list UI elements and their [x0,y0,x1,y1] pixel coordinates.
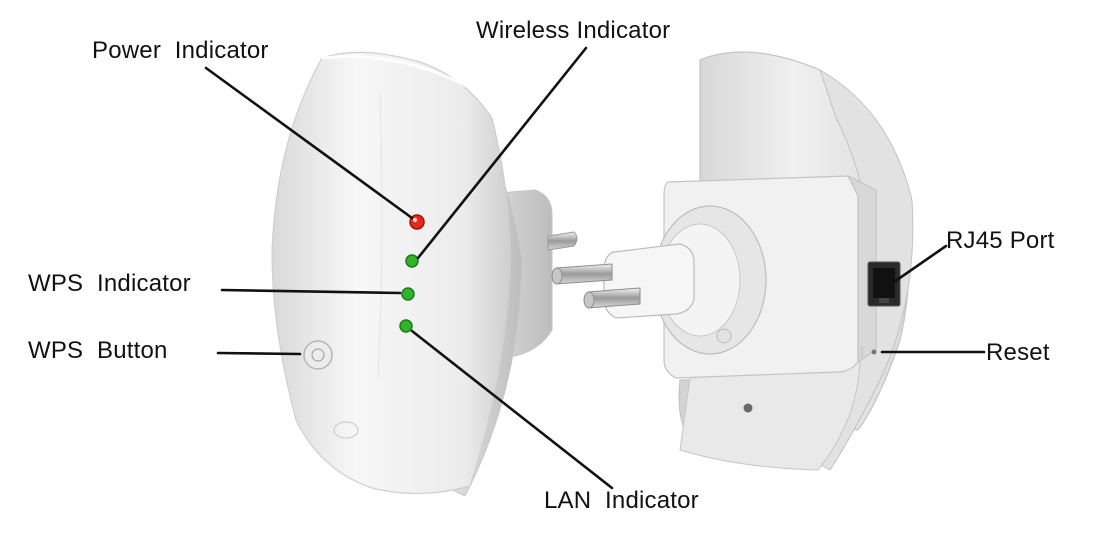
wireless-indicator-label: Wireless Indicator [476,17,671,44]
rear-device-base [679,359,861,471]
lan-led-icon [399,319,413,333]
rj45-port-latch [879,298,889,303]
emboss-logo-icon [333,421,359,439]
front-device [271,51,578,497]
plug-housing-side [846,174,877,363]
power-led-glint-icon [412,217,418,223]
leader-lines [204,46,986,490]
front-device-seam [377,91,383,381]
rj45-port-label: RJ45 Port [946,227,1055,254]
wps-button-leader-line [216,351,302,356]
reset-label: Reset [986,339,1050,366]
reset-mark-icon [860,346,864,358]
front-device-plug-pin [547,231,578,251]
power-indicator-label: Power Indicator [92,37,269,64]
wps-led-icon [401,287,415,301]
lan-indicator-label: LAN Indicator [544,487,699,514]
wps-indicator-leader-line [220,288,402,295]
lan-leader-line [410,329,614,490]
power-leader-line [204,66,414,220]
wps-button-inner-icon [311,348,325,362]
screw-hole-icon [743,403,753,413]
front-device-top-edge [321,55,471,90]
wireless-leader-line [416,46,588,260]
rear-device [551,51,914,471]
rj45-leader-line [892,244,948,284]
rj45-port-inner [873,268,895,298]
wps-indicator-label: WPS Indicator [28,270,191,297]
wps-button-icon [303,340,333,370]
plug-tab-icon [716,328,732,344]
plug-head [603,243,695,319]
wireless-led-icon [405,254,419,268]
reset-pinhole-icon [871,349,877,355]
front-device-face [271,51,511,495]
plug-pin-upper-tip [551,267,563,285]
plug-pin-lower-tip [583,291,595,309]
wps-button-label: WPS Button [28,337,168,364]
